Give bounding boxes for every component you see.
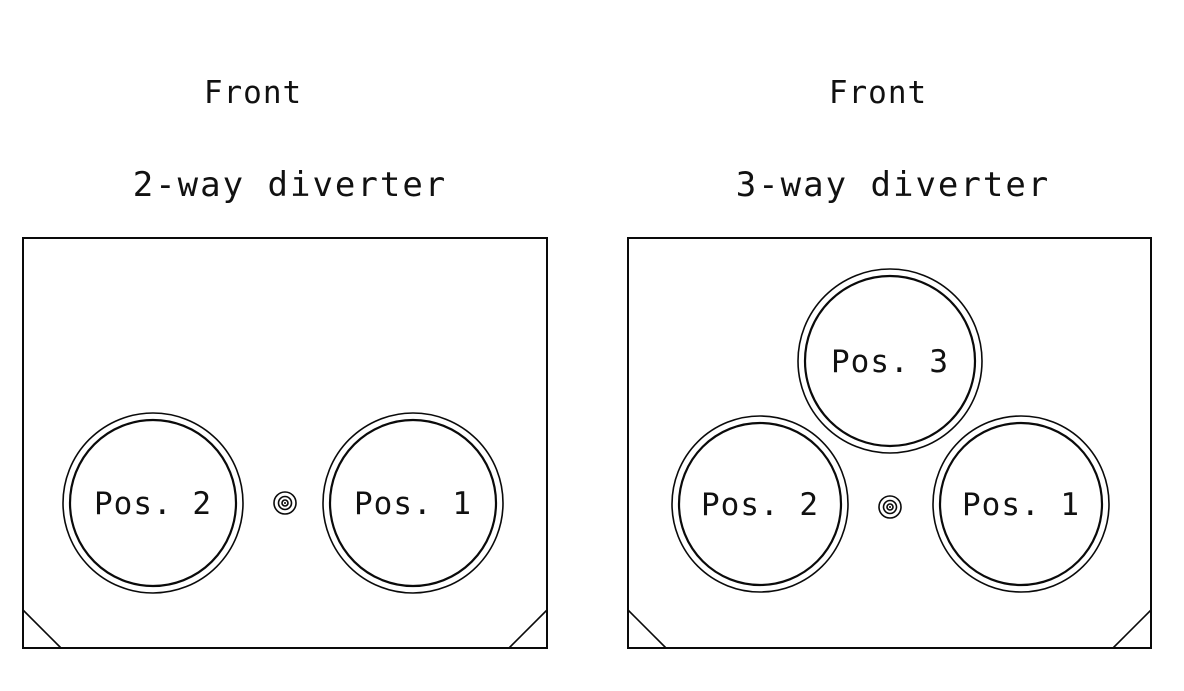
- pivot-ring-middle: [277, 495, 293, 511]
- pivot-ring-outer: [878, 495, 902, 519]
- center-pivot: [878, 495, 902, 519]
- diagram-title: 3-way diverter: [736, 165, 1051, 205]
- port-label: Pos. 1: [962, 487, 1080, 523]
- port-pos-1: Pos. 1: [322, 412, 504, 594]
- corner-chamfer-bottom-right: [508, 609, 548, 649]
- pivot-center-dot: [889, 506, 891, 508]
- corner-chamfer-bottom-right: [1112, 609, 1152, 649]
- port-outer-ring: [932, 415, 1110, 593]
- corner-chamfer-bottom-left: [22, 609, 62, 649]
- port-label: Pos. 2: [701, 487, 819, 523]
- front-label: Front: [829, 75, 927, 111]
- pivot-ring-inner: [281, 499, 289, 507]
- port-outer-ring: [62, 412, 244, 594]
- port-pos-3: Pos. 3: [797, 268, 983, 454]
- diagram-title: 2-way diverter: [133, 165, 448, 205]
- center-pivot: [273, 491, 297, 515]
- pivot-ring-inner: [886, 503, 894, 511]
- corner-chamfer-bottom-left: [627, 609, 667, 649]
- port-outer-ring: [671, 415, 849, 593]
- three-way-diverter-diagram: Front 3-way diverter Pos. 3 Pos. 2: [627, 75, 1152, 649]
- port-inner-ring: [938, 421, 1104, 587]
- port-pos-2: Pos. 2: [671, 415, 849, 593]
- pivot-ring-middle: [882, 499, 898, 515]
- port-label: Pos. 3: [831, 344, 949, 380]
- port-outer-ring: [322, 412, 504, 594]
- port-outer-ring: [797, 268, 983, 454]
- port-inner-ring: [68, 418, 238, 588]
- pivot-ring-outer: [273, 491, 297, 515]
- pivot-center-dot: [284, 502, 286, 504]
- port-pos-2: Pos. 2: [62, 412, 244, 594]
- port-label: Pos. 1: [354, 486, 472, 522]
- faceplate-outline: [627, 237, 1152, 649]
- front-label: Front: [204, 75, 302, 111]
- faceplate-outline: [22, 237, 548, 649]
- port-inner-ring: [803, 274, 977, 448]
- port-label: Pos. 2: [94, 486, 212, 522]
- port-inner-ring: [677, 421, 843, 587]
- port-pos-1: Pos. 1: [932, 415, 1110, 593]
- port-inner-ring: [328, 418, 498, 588]
- two-way-diverter-diagram: Front 2-way diverter Pos. 2 Pos. 1: [22, 75, 548, 649]
